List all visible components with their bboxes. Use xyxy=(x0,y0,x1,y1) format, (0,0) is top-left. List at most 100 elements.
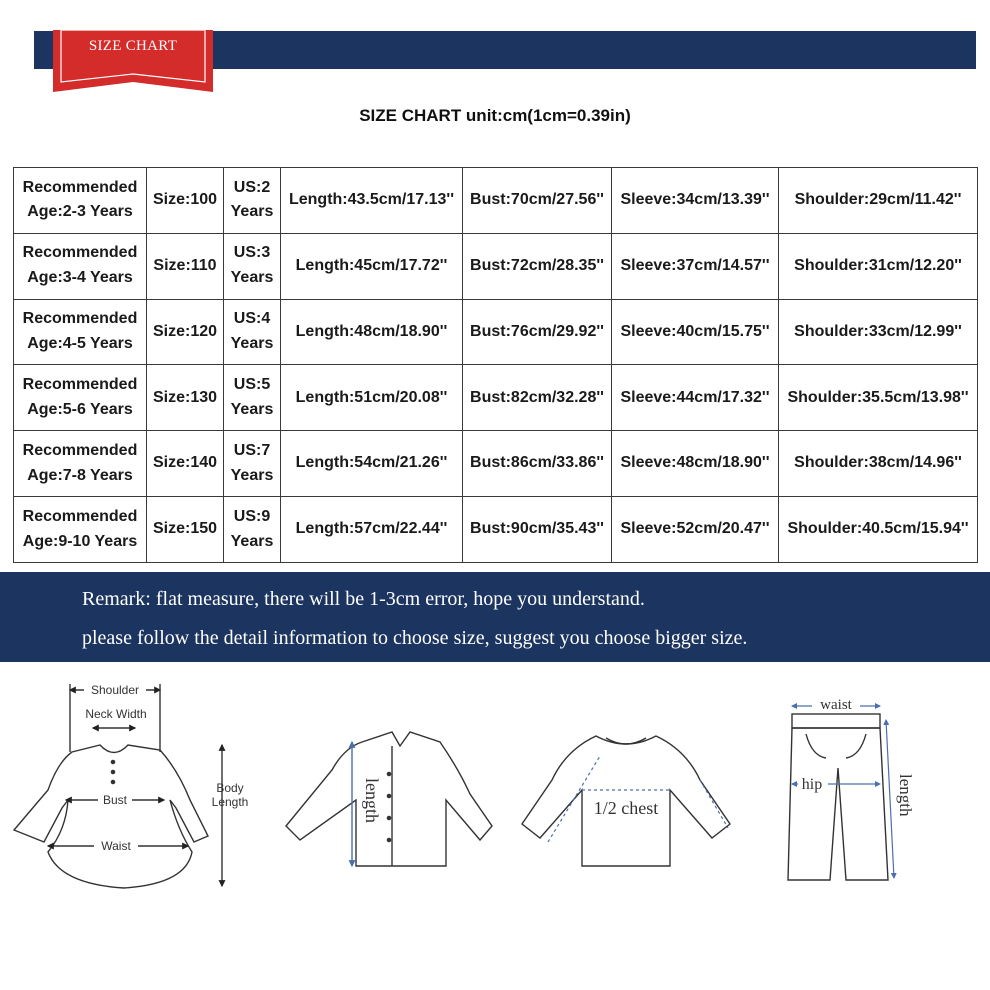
size-chart-tag-label: SIZE CHART xyxy=(88,38,178,54)
bust-cell-text: Bust:90cm/35.43'' xyxy=(470,520,604,538)
sleeve-cell: Sleeve:34cm/13.39'' xyxy=(611,167,779,234)
size-chart-ribbon xyxy=(53,30,213,92)
sleeve-cell-text: Sleeve:52cm/20.47'' xyxy=(620,520,770,538)
age-cell-text: Age:5-6 Years xyxy=(27,400,133,418)
bust-cell: Bust:76cm/29.92'' xyxy=(462,298,612,366)
us-size-cell-text: US:5 xyxy=(233,376,271,394)
dress-length-label: Length xyxy=(212,795,249,809)
shoulder-cell: Shoulder:40.5cm/15.94'' xyxy=(778,496,978,563)
sweater-diagram xyxy=(521,735,731,867)
length-cell-text: Length:43.5cm/17.13'' xyxy=(288,191,454,209)
sleeve-cell-text: Sleeve:44cm/17.32'' xyxy=(620,388,770,406)
age-cell-text: Age:3-4 Years xyxy=(27,269,133,287)
length-cell-text: Length:48cm/18.90'' xyxy=(295,322,448,340)
age-cell-text: Recommended xyxy=(22,441,138,459)
sleeve-cell: Sleeve:52cm/20.47'' xyxy=(611,496,779,563)
sleeve-cell-text: Sleeve:48cm/18.90'' xyxy=(620,454,770,472)
us-size-cell-text: US:4 xyxy=(233,310,271,328)
remark-line-2: please follow the detail information to … xyxy=(82,627,748,649)
age-cell-text: Recommended xyxy=(22,376,138,394)
length-cell: Length:57cm/22.44'' xyxy=(280,496,463,563)
sleeve-cell: Sleeve:40cm/15.75'' xyxy=(611,298,779,366)
age-cell-text: Age:9-10 Years xyxy=(22,532,138,550)
bust-cell: Bust:86cm/33.86'' xyxy=(462,430,612,498)
length-cell: Length:43.5cm/17.13'' xyxy=(280,167,463,234)
size-cell-text: Size:110 xyxy=(153,256,217,274)
bust-cell: Bust:72cm/28.35'' xyxy=(462,232,612,300)
age-cell-text: Age:4-5 Years xyxy=(27,335,133,353)
shoulder-cell-text: Shoulder:40.5cm/15.94'' xyxy=(787,520,969,538)
shoulder-cell: Shoulder:33cm/12.99'' xyxy=(778,298,978,366)
us-size-cell-text: Years xyxy=(230,532,274,550)
remark-line-1: Remark: flat measure, there will be 1-3c… xyxy=(82,588,645,610)
length-cell: Length:54cm/21.26'' xyxy=(280,430,463,498)
size-cell-text: Size:120 xyxy=(152,322,218,340)
bust-cell-text: Bust:86cm/33.86'' xyxy=(470,454,604,472)
sleeve-cell-text: Sleeve:40cm/15.75'' xyxy=(620,322,770,340)
size-cell-text: Size:100 xyxy=(152,191,218,209)
size-cell-text: Size:130 xyxy=(152,388,218,406)
size-cell: Size:130 xyxy=(146,364,224,432)
shoulder-cell: Shoulder:38cm/14.96'' xyxy=(778,430,978,498)
sweater-sleeve-line-right xyxy=(699,779,729,829)
sleeve-cell: Sleeve:37cm/14.57'' xyxy=(611,232,779,300)
us-size-cell-text: Years xyxy=(230,466,274,484)
sweater-sleeve-line xyxy=(547,755,601,843)
bust-cell: Bust:70cm/27.56'' xyxy=(462,167,612,234)
measurement-diagrams: Shoulder Neck Width Bust Waist Body Leng… xyxy=(12,683,915,889)
shoulder-cell-text: Shoulder:31cm/12.20'' xyxy=(794,256,962,274)
shoulder-cell: Shoulder:29cm/11.42'' xyxy=(778,167,978,234)
us-size-cell-text: US:7 xyxy=(233,441,271,459)
age-cell-text: Recommended xyxy=(22,244,138,262)
pants-waist-label: waist xyxy=(820,697,852,713)
sleeve-cell: Sleeve:48cm/18.90'' xyxy=(611,430,779,498)
size-cell-text: Size:140 xyxy=(152,454,218,472)
length-cell-text: Length:54cm/21.26'' xyxy=(295,454,448,472)
bust-cell: Bust:90cm/35.43'' xyxy=(462,496,612,563)
age-cell-text: Recommended xyxy=(22,178,138,196)
length-cell: Length:51cm/20.08'' xyxy=(280,364,463,432)
shoulder-cell-text: Shoulder:35.5cm/13.98'' xyxy=(787,388,969,406)
bust-cell-text: Bust:82cm/32.28'' xyxy=(470,388,604,406)
bust-cell-text: Bust:72cm/28.35'' xyxy=(470,256,604,274)
chart-title: SIZE CHART unit:cm(1cm=0.39in) xyxy=(359,106,631,125)
sleeve-cell-text: Sleeve:34cm/13.39'' xyxy=(620,191,770,209)
dress-shoulder-label: Shoulder xyxy=(91,683,139,697)
us-size-cell-text: Years xyxy=(230,269,274,287)
shoulder-cell-text: Shoulder:29cm/11.42'' xyxy=(794,191,962,209)
sweater-chest-label: 1/2 chest xyxy=(594,798,659,818)
length-cell: Length:45cm/17.72'' xyxy=(280,232,463,300)
bust-cell-text: Bust:70cm/27.56'' xyxy=(470,191,604,209)
size-cell: Size:140 xyxy=(146,430,224,498)
bust-cell: Bust:82cm/32.28'' xyxy=(462,364,612,432)
dress-waist-label: Waist xyxy=(101,839,131,853)
shoulder-cell: Shoulder:31cm/12.20'' xyxy=(778,232,978,300)
length-cell-text: Length:51cm/20.08'' xyxy=(295,388,448,406)
shirt-length-label: length xyxy=(362,778,382,823)
shirt-diagram xyxy=(285,731,493,867)
us-size-cell-text: US:9 xyxy=(233,507,271,525)
shoulder-cell-text: Shoulder:33cm/12.99'' xyxy=(794,322,962,340)
age-cell-text: Age:7-8 Years xyxy=(27,466,133,484)
sleeve-cell: Sleeve:44cm/17.32'' xyxy=(611,364,779,432)
pants-length-arrow xyxy=(883,719,897,879)
us-size-cell-text: US:3 xyxy=(233,244,271,262)
length-cell: Length:48cm/18.90'' xyxy=(280,298,463,366)
age-cell-text: Recommended xyxy=(22,507,138,525)
size-cell-text: Size:150 xyxy=(152,520,218,538)
dress-labels: Shoulder Neck Width Bust Waist Body Leng… xyxy=(84,683,248,853)
